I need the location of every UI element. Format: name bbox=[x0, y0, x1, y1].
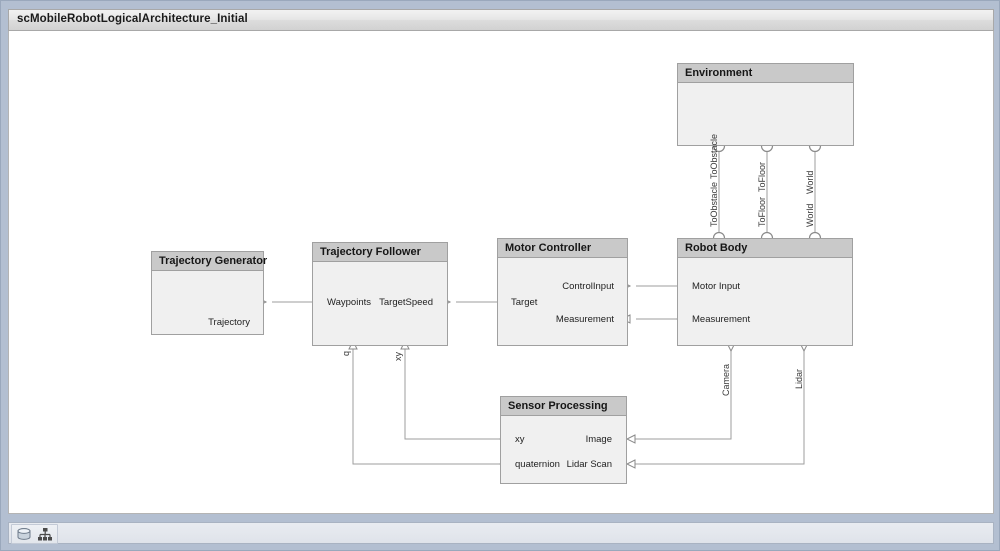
block-title: Robot Body bbox=[685, 242, 748, 254]
page-title: scMobileRobotLogicalArchitecture_Initial bbox=[17, 13, 248, 25]
block-header: Motor Controller bbox=[498, 239, 627, 258]
port-label-measurement-mc: Measurement bbox=[555, 314, 614, 325]
port-label-image: Image bbox=[585, 434, 612, 445]
block-title: Trajectory Generator bbox=[159, 255, 268, 267]
wire-label-world-upper: World bbox=[805, 170, 815, 194]
wire-xy bbox=[404, 346, 500, 440]
wire-label-camera: Camera bbox=[721, 363, 731, 396]
block-title: Environment bbox=[685, 67, 753, 79]
wire-label-q: q bbox=[341, 350, 351, 356]
port-label-trajectory: Trajectory bbox=[208, 317, 250, 328]
model-title-bar: scMobileRobotLogicalArchitecture_Initial bbox=[8, 9, 994, 31]
port-label-xy: xy bbox=[515, 434, 525, 445]
block-header: Sensor Processing bbox=[501, 397, 626, 416]
wire-label-toobstacle-lower: ToObstacle bbox=[709, 181, 719, 227]
block-title: Trajectory Follower bbox=[320, 246, 421, 258]
wire-camera-image bbox=[635, 346, 732, 440]
port-label-lidarscan: Lidar Scan bbox=[566, 459, 612, 470]
status-bar bbox=[8, 522, 994, 544]
port-label-waypoints: Waypoints bbox=[327, 297, 371, 308]
port-label-quaternion: quaternion bbox=[515, 459, 560, 470]
block-motor-controller[interactable]: Motor Controller Target ControlInput Mea… bbox=[497, 238, 628, 346]
wire-quaternion bbox=[352, 346, 500, 465]
database-icon[interactable] bbox=[16, 527, 32, 542]
block-trajectory-generator[interactable]: Trajectory Generator Trajectory bbox=[151, 251, 267, 335]
wire-label-toobstacle-upper: ToObstacle bbox=[709, 133, 719, 179]
port-label-measurement-rb: Measurement bbox=[692, 314, 751, 325]
diagram-canvas[interactable]: Trajectory Generator Trajectory Trajecto… bbox=[8, 31, 994, 514]
block-trajectory-follower[interactable]: Trajectory Follower Waypoints TargetSpee… bbox=[312, 242, 448, 346]
wire-label-tofloor-upper: ToFloor bbox=[757, 161, 767, 192]
port-label-controlinput: ControlInput bbox=[562, 281, 614, 292]
wire-label-lidar: Lidar bbox=[794, 368, 804, 389]
port-lidarscan-in bbox=[625, 459, 636, 469]
block-header: Trajectory Follower bbox=[313, 243, 447, 262]
block-title: Motor Controller bbox=[505, 242, 592, 254]
block-robot-body[interactable]: Robot Body Motor Input Measurement bbox=[677, 238, 853, 346]
wire-lidar-lidarscan bbox=[635, 346, 805, 465]
status-bar-icon-group bbox=[11, 524, 58, 544]
port-label-target: Target bbox=[511, 297, 538, 308]
port-image-in bbox=[625, 434, 636, 444]
hierarchy-icon[interactable] bbox=[37, 527, 53, 542]
block-header: Robot Body bbox=[678, 239, 852, 258]
wire-label-xy: xy bbox=[393, 352, 403, 361]
wire-label-world-lower: World bbox=[805, 203, 815, 227]
block-header: Environment bbox=[678, 64, 853, 83]
wire-label-tofloor-lower: ToFloor bbox=[757, 196, 767, 227]
block-header: Trajectory Generator bbox=[152, 252, 267, 271]
block-sensor-processing[interactable]: Sensor Processing xy quaternion Image Li… bbox=[500, 396, 627, 484]
block-title: Sensor Processing bbox=[508, 400, 608, 412]
port-label-motorinput: Motor Input bbox=[692, 281, 741, 292]
port-label-targetspeed: TargetSpeed bbox=[379, 297, 433, 308]
block-environment[interactable]: Environment bbox=[677, 63, 854, 146]
